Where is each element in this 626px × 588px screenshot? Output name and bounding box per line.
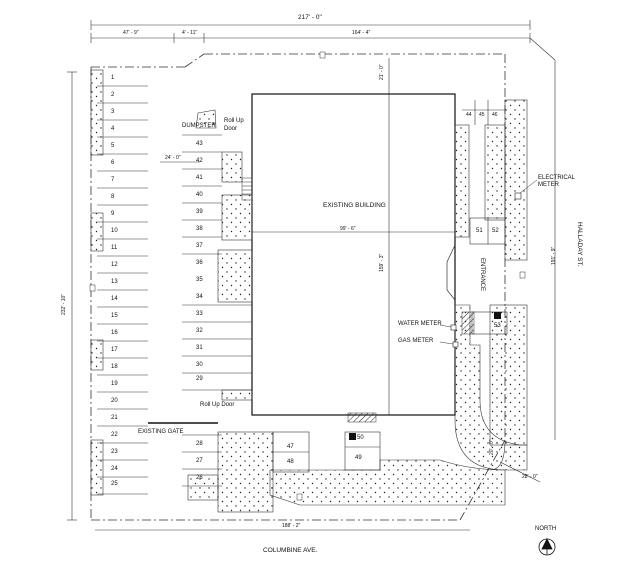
dim-left-depth: 232' - 10": [61, 293, 67, 315]
stall-number: 36: [196, 260, 203, 266]
label-roll-up-door-bottom: Roll Up Door: [200, 402, 235, 408]
stall-number: 39: [196, 209, 203, 215]
stall-number: 25: [111, 481, 118, 487]
dim-curb-radius: 20' - 0": [489, 439, 495, 455]
dim-building-top-offset: 21' - 0": [379, 64, 385, 80]
dim-right-width: 164' - 4": [352, 30, 371, 36]
stall-number: 23: [111, 449, 118, 455]
existing-building: [251, 93, 456, 416]
stall-number: 14: [111, 296, 118, 302]
middle-landscape: [187, 151, 274, 513]
stall-number: 7: [111, 177, 115, 183]
dim-building-width: 99' - 6": [340, 226, 356, 232]
dim-building-depth: 159' - 3": [379, 253, 385, 272]
stall-number: 18: [111, 364, 118, 370]
stall-number: 34: [196, 294, 203, 300]
stall-number: 51: [476, 228, 483, 234]
north-arrow-icon: [538, 538, 556, 556]
dumpster-enclosure: [195, 109, 217, 129]
dim-corner-radius: 28' - 0": [522, 474, 538, 480]
stall-number: 27: [196, 458, 203, 464]
label-electrical-meter: ELECTRICAL METER: [538, 175, 575, 189]
dimension-lines: [67, 20, 556, 531]
stall-number: 31: [196, 345, 203, 351]
stall-number: 16: [111, 330, 118, 336]
stall-number: 48: [287, 459, 294, 465]
dim-aisle-width: 24' - 0": [165, 155, 181, 161]
meters: [450, 192, 522, 348]
stall-number: 26: [196, 475, 203, 481]
stall-number: 46: [492, 112, 498, 118]
stall-number: 47: [287, 444, 294, 450]
stall-number: 49: [355, 455, 362, 461]
stall-number: 8: [111, 194, 115, 200]
stall-number: 45: [479, 112, 485, 118]
stall-number: 2: [111, 92, 115, 98]
left-landscape-islands: [90, 69, 104, 496]
label-street-bottom: COLUMBINE AVE.: [263, 547, 318, 554]
hatched-pad-bottom: [347, 412, 377, 423]
label-dumpster: DUMPSTER: [182, 123, 216, 129]
stall-number: 5: [111, 143, 115, 149]
leader-lines: [439, 179, 538, 345]
stall-number: 3: [111, 109, 115, 115]
dim-bottom-width: 188' - 2": [282, 523, 301, 529]
dim-overall-width: 217' - 0": [298, 14, 322, 21]
stall-number: 21: [111, 415, 118, 421]
stall-number: 40: [196, 192, 203, 198]
stall-number: 9: [111, 211, 115, 217]
property-line: [90, 53, 506, 521]
stall-number: 10: [111, 228, 118, 234]
stall-number: 30: [196, 362, 203, 368]
label-entrance: ENTRANCE: [479, 258, 485, 292]
stall-number: 24: [111, 466, 118, 472]
stall-number: 13: [111, 279, 118, 285]
stall-number: 28: [196, 441, 203, 447]
stall-number: 19: [111, 381, 118, 387]
stall-number: 43: [196, 141, 203, 147]
accessible-symbols: [349, 312, 501, 440]
right-top-stalls: [462, 100, 505, 125]
dim-right-depth: 191' - 9": [551, 246, 557, 265]
entrance-canopy: [446, 244, 456, 301]
stall-number: 33: [196, 311, 203, 317]
dim-left-width: 47' - 9": [123, 30, 139, 36]
stall-number: 6: [111, 160, 115, 166]
right-landscape: [269, 99, 528, 506]
stall-number: 44: [466, 112, 472, 118]
stall-number: 53: [494, 323, 501, 329]
label-roll-up-door-top: Roll Up Door: [224, 118, 244, 132]
label-gas-meter: GAS METER: [398, 338, 434, 344]
stall-number: 20: [111, 398, 118, 404]
label-water-meter: WATER METER: [398, 321, 442, 327]
label-north: NORTH: [535, 526, 557, 532]
stall-number: 12: [111, 262, 118, 268]
stall-number: 29: [196, 376, 203, 382]
hatched-pad-right: [461, 311, 475, 335]
stall-number: 32: [196, 328, 203, 334]
light-poles: [89, 51, 526, 501]
stall-number: 41: [196, 175, 203, 181]
label-street-right: HALLADAY ST.: [576, 222, 583, 267]
stall-number: 17: [111, 347, 118, 353]
stall-number: 42: [196, 158, 203, 164]
stall-number: 50: [357, 435, 364, 441]
stall-number: 38: [196, 226, 203, 232]
corner-curb: [489, 439, 506, 471]
stall-number: 22: [111, 432, 118, 438]
label-existing-building: EXISTING BUILDING: [323, 202, 386, 209]
stall-number: 4: [111, 126, 115, 132]
dim-mid-width: 4' - 11": [182, 30, 198, 36]
stall-number: 15: [111, 313, 118, 319]
stair: [241, 177, 253, 201]
stall-number: 37: [196, 243, 203, 249]
left-stall-lines: [97, 85, 148, 495]
stall-number: 11: [111, 245, 118, 251]
stall-number: 1: [111, 75, 115, 81]
label-existing-gate: EXISTING GATE: [138, 429, 184, 435]
stall-number: 52: [492, 228, 499, 234]
stall-number: 35: [196, 277, 203, 283]
